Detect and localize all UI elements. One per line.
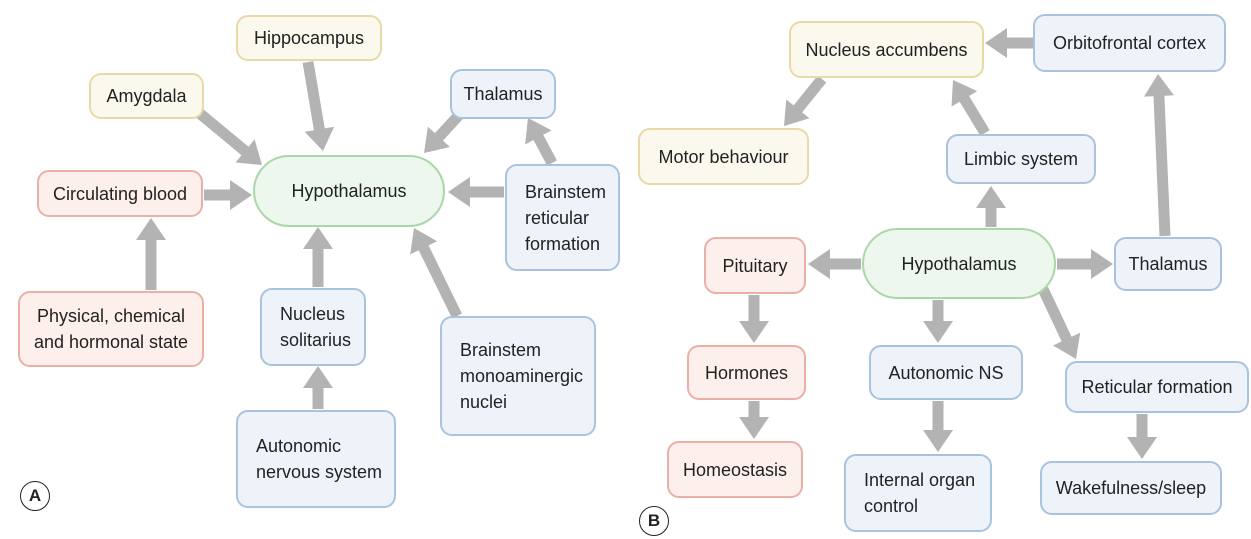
node-hormones: Hormones [687, 345, 806, 400]
node-physical-chemical-hormonal-state: Physical, chemical and hormonal state [18, 291, 204, 367]
node-motor-behaviour: Motor behaviour [638, 128, 809, 185]
node-wakefulness-sleep: Wakefulness/sleep [1040, 461, 1222, 515]
arrow-thalamus-to-hypothalamus [424, 110, 464, 153]
node-nucleus-accumbens: Nucleus accumbens [789, 21, 984, 78]
arrow-hypothalamus-to-autonomic [923, 300, 953, 343]
node-hypothalamus-a: Hypothalamus [253, 155, 445, 227]
arrow-accumbens-to-motor [784, 75, 827, 126]
arrow-hypothalamus-to-pituitary [808, 249, 861, 279]
arrow-hypothalamus-to-reticular [1038, 286, 1081, 359]
arrow-autonomic-to-solitarius [303, 366, 333, 409]
arrow-reticular-formation-to-thalamus [525, 118, 557, 166]
panel-label-a: A [20, 481, 50, 511]
arrow-hormones-to-homeostasis [739, 401, 769, 439]
arrow-amygdala-to-hypothalamus [194, 107, 262, 165]
arrow-solitarius-to-hypothalamus [303, 227, 333, 287]
arrow-physical-state-to-circulating-blood [136, 218, 166, 290]
arrow-autonomic-to-organ-control [923, 401, 953, 452]
node-reticular-formation: Reticular formation [1065, 361, 1249, 413]
node-pituitary: Pituitary [704, 237, 806, 294]
arrow-hippocampus-to-hypothalamus [302, 61, 335, 151]
node-hippocampus: Hippocampus [236, 15, 382, 61]
node-homeostasis: Homeostasis [667, 441, 803, 498]
arrow-hypothalamus-to-limbic [976, 186, 1006, 227]
node-hypothalamus-b: Hypothalamus [862, 228, 1056, 299]
node-autonomic-nervous-system: Autonomic nervous system [236, 410, 396, 508]
arrow-reticular-to-wakefulness [1127, 414, 1157, 459]
node-circulating-blood: Circulating blood [37, 170, 203, 217]
arrow-pituitary-to-hormones [739, 295, 769, 343]
node-thalamus-b: Thalamus [1114, 237, 1222, 291]
arrow-thalamus-to-orbitofrontal [1144, 74, 1174, 237]
arrow-limbic-to-accumbens [951, 80, 990, 136]
arrow-monoaminergic-to-hypothalamus [410, 228, 462, 319]
arrow-orbitofrontal-to-accumbens [985, 28, 1033, 58]
node-nucleus-solitarius: Nucleus solitarius [260, 288, 366, 366]
arrow-reticular-formation-to-hypothalamus [448, 177, 504, 207]
arrow-hypothalamus-to-thalamus [1057, 249, 1113, 279]
arrow-circulating-blood-to-hypothalamus [204, 180, 252, 210]
panel-label-b: B [639, 506, 669, 536]
node-orbitofrontal-cortex: Orbitofrontal cortex [1033, 14, 1226, 72]
node-limbic-system: Limbic system [946, 134, 1096, 184]
node-autonomic-ns: Autonomic NS [869, 345, 1023, 400]
node-brainstem-reticular-formation: Brainstem reticular formation [505, 164, 620, 271]
node-thalamus-a: Thalamus [450, 69, 556, 119]
node-amygdala: Amygdala [89, 73, 204, 119]
node-internal-organ-control: Internal organ control [844, 454, 992, 532]
node-brainstem-monoaminergic-nuclei: Brainstem monoaminergic nuclei [440, 316, 596, 436]
